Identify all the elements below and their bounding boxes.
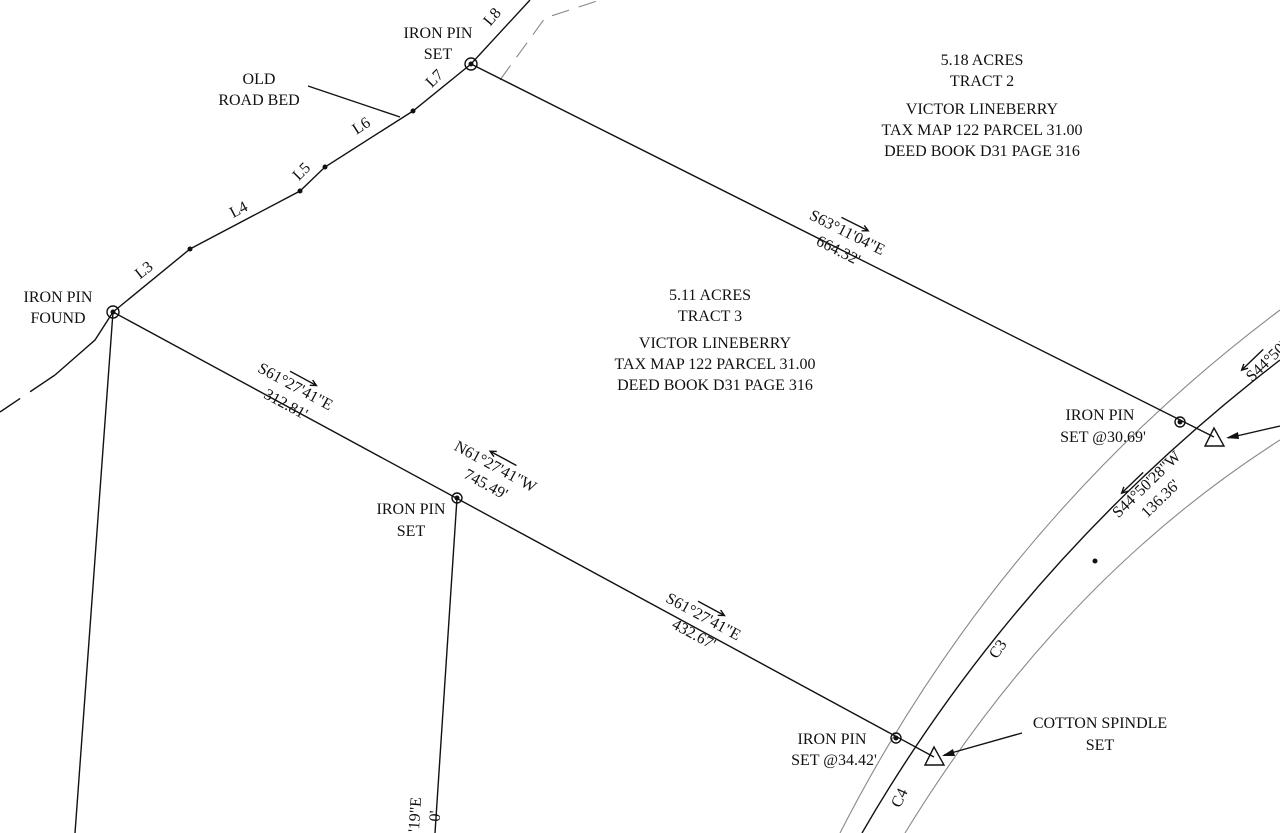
distance: 0' [427,810,445,822]
leader-arrow [943,732,1023,756]
iron-pin-icon [1174,416,1186,428]
west-line [74,311,114,833]
line-label: L6 [349,114,373,138]
spindle-label: SET [1086,737,1115,754]
line-labels: L3 L4 L5 L6 L7 L8 C3 C4 [132,5,1011,810]
north-line [470,63,1215,438]
curve-label: C3 [986,637,1011,662]
road-centerline [861,359,1280,833]
direction-arrow-icon [488,450,517,467]
pin-label: IRON PIN [798,731,867,748]
direction-arrow-icon [841,216,870,232]
line-label: L4 [227,198,251,221]
arrowhead-icon [1226,432,1239,439]
bearing: '19"E [406,797,425,833]
iron-pin-icon [464,57,478,71]
tract: TRACT 3 [678,308,742,325]
deed: DEED BOOK D31 PAGE 316 [884,143,1080,160]
line-label: L7 [423,67,448,92]
deed: DEED BOOK D31 PAGE 316 [617,377,813,394]
direction-arrow-icon [1120,471,1144,495]
line-label: L8 [480,5,504,30]
direction-arrow-icon [697,600,726,617]
iron-pin-icon [106,305,120,319]
mid-line [434,497,458,833]
pin-label: IRON PIN [24,289,93,306]
traverse-points [187,108,416,252]
bearing: S44°50' [1243,338,1280,385]
pin-label: SET @34.42' [791,752,877,769]
pin-label: FOUND [30,310,85,327]
tract2-label: 5.18 ACRES TRACT 2 VICTOR LINEBERRY TAX … [882,52,1083,160]
direction-arrow-icon [289,370,318,387]
tract: TRACT 2 [950,73,1014,90]
arrowhead-icon [942,749,955,756]
iron-pin-icon [451,492,463,504]
pin-label: IRON PIN [404,25,473,42]
pin-label: IRON PIN [377,501,446,518]
road-edge-right [904,439,1280,833]
old-road-traverse [112,0,531,313]
road-edge-left [839,309,1280,833]
tax-map: TAX MAP 122 PARCEL 31.00 [882,122,1083,139]
tract3-label: 5.11 ACRES TRACT 3 VICTOR LINEBERRY TAX … [615,287,816,394]
pin-label: SET [397,523,426,540]
old-road-leader [307,85,401,118]
curve-label: C4 [888,786,911,810]
pin-label: IRON PIN [1066,407,1135,424]
monument-labels: IRON PIN SET IRON PIN FOUND IRON PIN SET… [24,25,1168,769]
pin-label: SET [424,46,453,63]
owner: VICTOR LINEBERRY [639,335,792,352]
acres: 5.18 ACRES [941,52,1024,69]
owner: VICTOR LINEBERRY [906,101,1059,118]
road-west-dashed [0,374,56,413]
old-road-label: OLD [243,71,276,88]
south-line [112,311,935,758]
acres: 5.11 ACRES [669,287,751,304]
iron-pin-icon [890,732,902,744]
spindle-label: COTTON SPINDLE [1033,715,1167,732]
curve-point [1092,558,1098,564]
old-road-dashed [499,0,601,81]
direction-arrow-icon [1240,348,1264,372]
spindle-triangle-icon [1203,426,1226,447]
old-road-label: ROAD BED [218,92,299,109]
road-west [54,311,114,376]
spindle-triangle-icon [923,745,946,766]
pin-label: SET @30.69' [1060,429,1146,446]
tax-map: TAX MAP 122 PARCEL 31.00 [615,356,816,373]
